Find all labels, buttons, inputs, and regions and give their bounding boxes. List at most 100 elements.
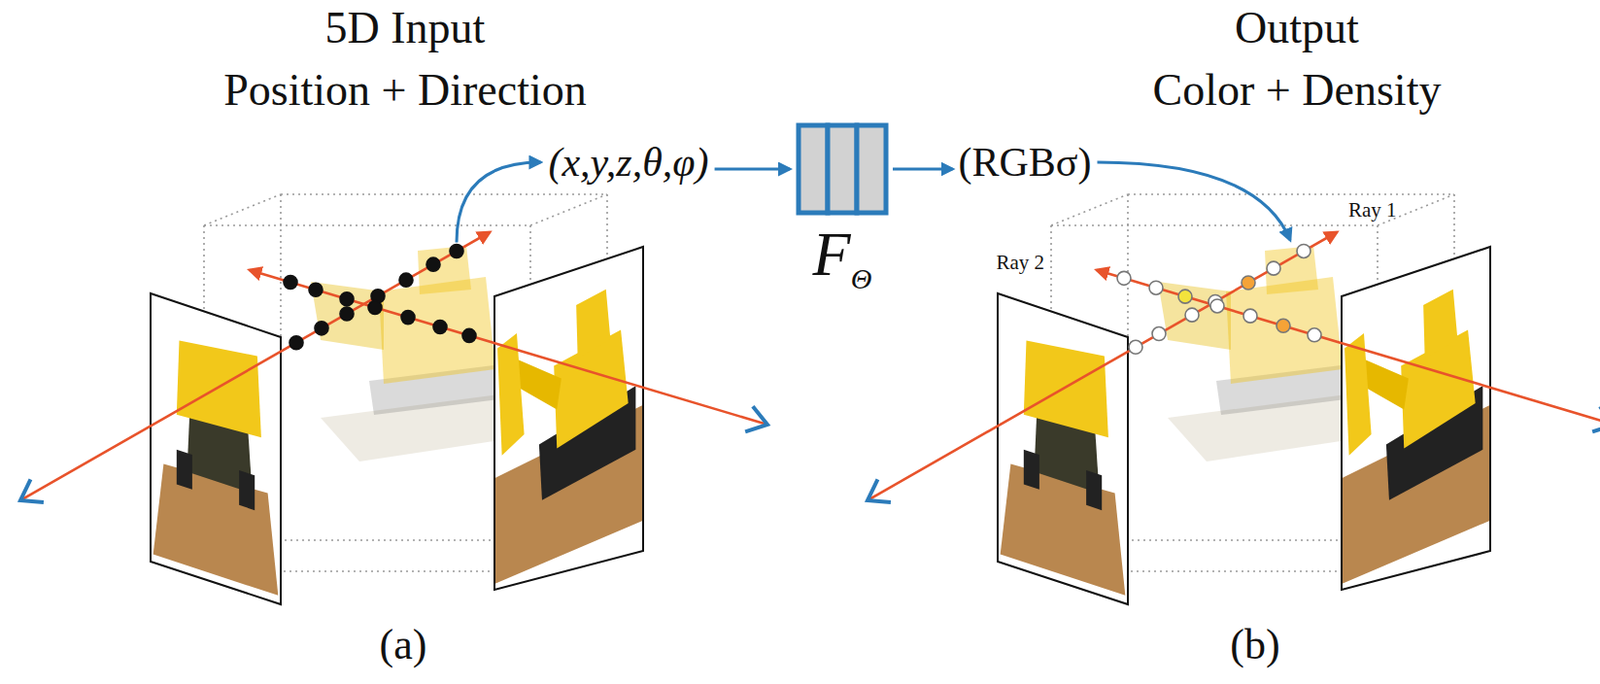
output-tuple: (RGBσ) — [958, 141, 1092, 183]
query-arrow — [456, 162, 541, 242]
photo-detail — [238, 470, 255, 511]
dotted-edge — [530, 194, 608, 226]
plane-frame — [494, 246, 644, 590]
cameras — [20, 406, 768, 503]
sample-points — [283, 243, 477, 349]
sample-point — [1117, 271, 1131, 285]
sample-point — [368, 300, 382, 314]
panel-heading: Output — [1234, 5, 1360, 51]
camera-symbol — [745, 406, 768, 432]
sample-point — [433, 319, 447, 334]
sample-point — [399, 272, 413, 287]
camera-symbol — [867, 478, 891, 503]
sample-point — [289, 336, 304, 350]
node-text: FΘ — [795, 122, 889, 286]
sample-point — [308, 282, 323, 297]
photo-detail — [153, 464, 279, 596]
sample-point — [1178, 289, 1192, 304]
dotted-edge — [1051, 224, 1378, 227]
dotted-edge — [1051, 194, 1128, 226]
dotted-edge — [204, 194, 281, 226]
camera-rays — [867, 232, 1600, 501]
label-wrap: Ray 1 — [1348, 200, 1397, 221]
label-wrap: (b) — [1229, 623, 1280, 667]
sample-point — [1241, 275, 1256, 290]
image-plane — [1341, 246, 1491, 590]
camera-ray — [249, 270, 768, 425]
plane-frame — [150, 293, 281, 605]
image-plane — [494, 246, 644, 590]
flow-arrow — [892, 168, 954, 171]
sample-point — [1296, 243, 1311, 258]
panel-subheading: Color + Density — [1153, 68, 1442, 113]
camera-ray — [1096, 270, 1600, 425]
label-wrap: Ray 2 — [995, 252, 1045, 273]
scene-panel — [867, 194, 1600, 605]
label-wrap: Output — [1234, 5, 1360, 51]
plane-border — [494, 246, 644, 590]
sample-point — [1276, 318, 1291, 333]
function-subscript: Θ — [851, 264, 873, 294]
sample-point — [340, 306, 354, 321]
photo-detail — [1086, 470, 1102, 511]
sample-point — [462, 328, 477, 342]
sample-point — [1128, 340, 1143, 354]
photo-detail — [176, 449, 193, 490]
label-wrap: (x,y,z,θ,φ) — [547, 141, 709, 183]
image-plane — [997, 293, 1128, 605]
image-plane — [150, 293, 281, 605]
photo-detail — [1023, 449, 1040, 490]
plane-border — [1341, 246, 1491, 590]
label-wrap: (a) — [379, 623, 428, 667]
plane-border — [150, 293, 281, 605]
cameras — [867, 406, 1600, 503]
sample-point — [401, 310, 415, 325]
label-wrap: 5D Input — [325, 5, 486, 51]
plane-border — [997, 293, 1128, 605]
sample-point — [1307, 328, 1322, 342]
layer-bar — [798, 125, 828, 213]
network-block: FΘ — [795, 122, 889, 286]
panel-heading: 5D Input — [325, 5, 486, 51]
photo-detail — [576, 289, 611, 359]
camera-symbol — [20, 478, 44, 503]
sample-point — [449, 243, 464, 258]
function-symbol: F — [813, 223, 852, 286]
label-wrap: Color + Density — [1153, 68, 1442, 113]
plane-frame — [1341, 246, 1491, 590]
flow-arrow — [714, 168, 790, 171]
ray-label: Ray 2 — [995, 252, 1045, 273]
sample-point — [340, 292, 354, 307]
sample-point — [1185, 307, 1199, 322]
model-part — [1225, 276, 1343, 384]
mlp-bars — [795, 122, 889, 216]
sample-point — [1152, 327, 1166, 341]
sample-point — [426, 257, 441, 272]
plane-frame — [997, 293, 1128, 605]
photo-detail — [1000, 464, 1126, 596]
scene-panel — [20, 194, 768, 605]
sample-point — [1266, 261, 1281, 275]
dotted-edge — [280, 193, 608, 196]
camera-rays — [20, 232, 768, 501]
label-wrap: (RGBσ) — [958, 141, 1092, 183]
panel-letter: (a) — [379, 623, 428, 667]
sample-point — [283, 275, 298, 290]
panel-subheading: Position + Direction — [223, 68, 586, 113]
sample-points — [1117, 243, 1322, 354]
layer-bar — [856, 125, 886, 213]
sample-point — [1149, 280, 1163, 295]
photo-detail — [1023, 340, 1109, 439]
dotted-edge — [1127, 193, 1455, 196]
photo-detail — [1423, 289, 1458, 359]
layer-bar — [827, 125, 857, 213]
model-part — [378, 276, 496, 384]
sample-point — [314, 321, 329, 336]
dotted-edge — [204, 224, 531, 227]
camera-symbol — [1592, 406, 1600, 432]
panel-letter: (b) — [1229, 623, 1280, 667]
sample-point — [1243, 308, 1258, 323]
ray-label: Ray 1 — [1348, 200, 1397, 221]
label-wrap: Position + Direction — [223, 68, 586, 113]
